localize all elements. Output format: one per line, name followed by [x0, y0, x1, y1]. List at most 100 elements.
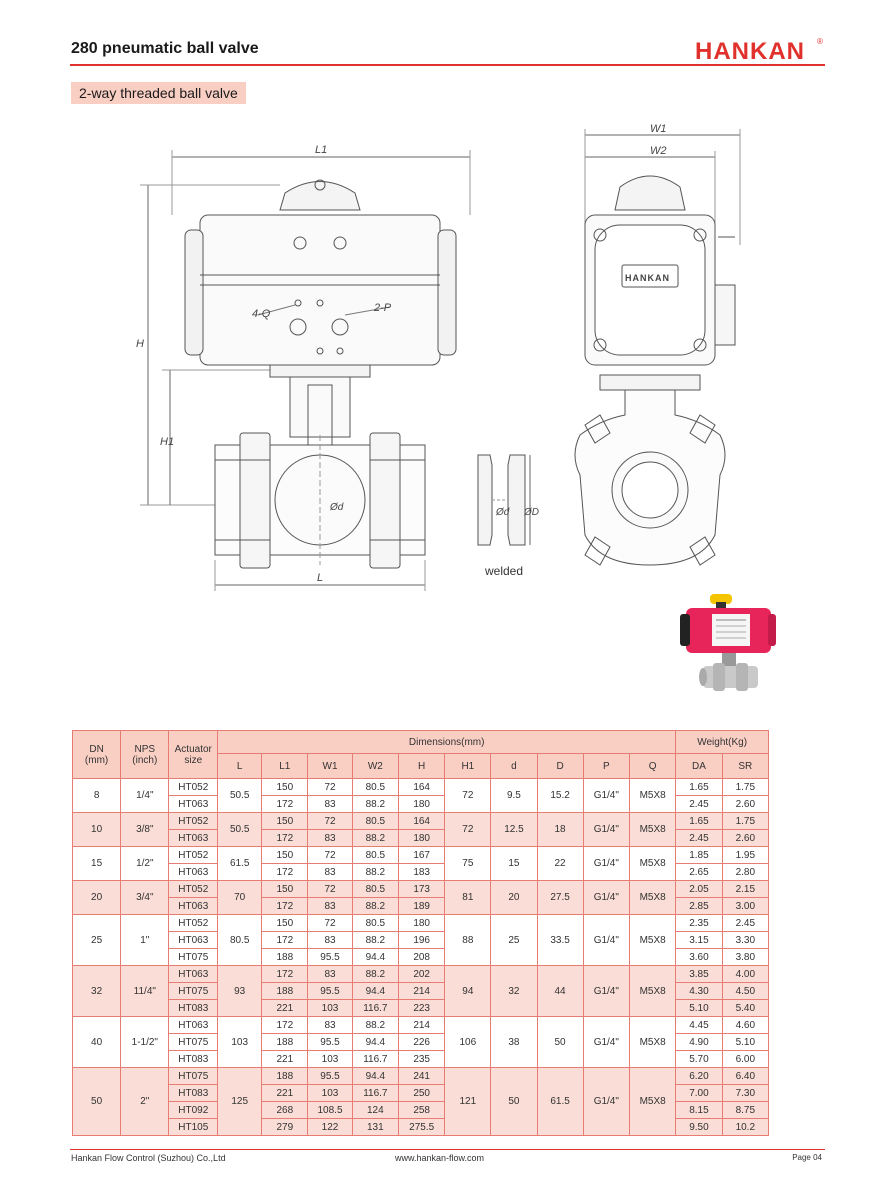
brand-logo-text: HANKAN — [695, 38, 805, 65]
footer-website: www.hankan-flow.com — [395, 1153, 485, 1163]
cell-sr: 2.45 — [721, 914, 770, 932]
cell-l: 50.5 — [217, 778, 263, 813]
cell-w2: 88.2 — [351, 965, 400, 983]
dim-label-l: L — [317, 572, 323, 584]
col-header-h1: H1 — [444, 753, 492, 779]
cell-sr: 1.75 — [721, 778, 770, 796]
cell-D: 22 — [536, 846, 584, 881]
cell-l: 103 — [217, 1016, 263, 1068]
cell-l1: 172 — [261, 1016, 309, 1034]
cell-da: 1.85 — [675, 846, 723, 864]
cell-da: 7.00 — [675, 1084, 723, 1102]
cell-h: 258 — [397, 1101, 446, 1119]
cell-act: HT083 — [168, 1050, 219, 1068]
cell-h: 167 — [397, 846, 446, 864]
cell-l1: 172 — [261, 931, 309, 949]
cell-D: 15.2 — [536, 778, 584, 813]
cell-l1: 279 — [261, 1118, 309, 1136]
cell-dn: 20 — [71, 880, 122, 915]
cell-D: 18 — [536, 812, 584, 847]
dim-label-D-weld: ØD — [523, 507, 539, 518]
cell-act: HT063 — [168, 897, 219, 915]
cell-h1: 72 — [444, 812, 492, 847]
cell-act: HT052 — [168, 880, 219, 898]
cell-dn: 15 — [71, 846, 122, 881]
front-view: L1 H H1 4-Q 2-P — [136, 144, 471, 591]
cell-w1: 72 — [307, 914, 353, 932]
cell-h: 180 — [397, 829, 446, 847]
port-label-2p: 2-P — [373, 302, 392, 314]
cell-w2: 116.7 — [351, 1050, 400, 1068]
dim-label-d-weld: Ød — [495, 507, 510, 518]
cell-h: 208 — [397, 948, 446, 966]
cell-h1: 72 — [444, 778, 492, 813]
cell-dn: 25 — [71, 914, 122, 966]
cell-w2: 88.2 — [351, 1016, 400, 1034]
cell-sr: 3.80 — [721, 948, 770, 966]
cell-l1: 172 — [261, 795, 309, 813]
cell-w2: 88.2 — [351, 863, 400, 881]
cell-l1: 150 — [261, 778, 309, 796]
cell-d: 20 — [490, 880, 538, 915]
col-header-weight: Weight(Kg) — [675, 730, 769, 754]
cell-w2: 88.2 — [351, 931, 400, 949]
col-header-nps-label: NPS — [134, 743, 156, 755]
cell-w1: 83 — [307, 897, 353, 915]
cell-h: 214 — [397, 1016, 446, 1034]
cell-sr: 3.30 — [721, 931, 770, 949]
cell-da: 3.60 — [675, 948, 723, 966]
cell-sr: 2.60 — [721, 795, 770, 813]
brand-logo: HANKAN ® — [695, 37, 823, 65]
cell-sr: 2.15 — [721, 880, 770, 898]
cell-l1: 188 — [261, 982, 309, 1000]
col-header-d: d — [490, 753, 538, 779]
cell-w1: 122 — [307, 1118, 353, 1136]
cell-D: 44 — [536, 965, 584, 1017]
col-header-w2: W2 — [351, 753, 400, 779]
cell-nps: 1/2" — [120, 846, 170, 881]
cell-l1: 172 — [261, 829, 309, 847]
cell-h: 196 — [397, 931, 446, 949]
cell-w2: 80.5 — [351, 880, 400, 898]
valve-technical-drawing: L1 H H1 4-Q 2-P — [136, 123, 741, 591]
cell-l1: 188 — [261, 948, 309, 966]
cell-act: HT105 — [168, 1118, 219, 1136]
cell-dn: 50 — [71, 1067, 122, 1136]
cell-dn: 32 — [71, 965, 122, 1017]
col-header-q: Q — [628, 753, 677, 779]
cell-da: 2.85 — [675, 897, 723, 915]
cell-w2: 80.5 — [351, 914, 400, 932]
cell-D: 61.5 — [536, 1067, 584, 1136]
product-photo — [680, 594, 776, 691]
cell-da: 2.45 — [675, 829, 723, 847]
col-header-dimensions: Dimensions(mm) — [217, 730, 677, 754]
cell-act: HT063 — [168, 1016, 219, 1034]
cell-p: G1/4" — [582, 1016, 630, 1068]
cell-d: 12.5 — [490, 812, 538, 847]
dim-label-d-front: Ød — [329, 502, 344, 513]
cell-w2: 88.2 — [351, 829, 400, 847]
cell-w1: 83 — [307, 931, 353, 949]
cell-p: G1/4" — [582, 812, 630, 847]
cell-sr: 1.95 — [721, 846, 770, 864]
cell-d: 25 — [490, 914, 538, 966]
dim-label-l1: L1 — [315, 144, 327, 156]
col-header-actuator-label: Actuator — [174, 743, 212, 755]
cell-l1: 150 — [261, 914, 309, 932]
cell-sr: 7.30 — [721, 1084, 770, 1102]
cell-act: HT063 — [168, 795, 219, 813]
cell-sr: 5.10 — [721, 1033, 770, 1051]
cell-da: 5.70 — [675, 1050, 723, 1068]
page-title: 280 pneumatic ball valve — [71, 40, 259, 57]
col-header-da: DA — [675, 753, 723, 779]
cell-l: 50.5 — [217, 812, 263, 847]
